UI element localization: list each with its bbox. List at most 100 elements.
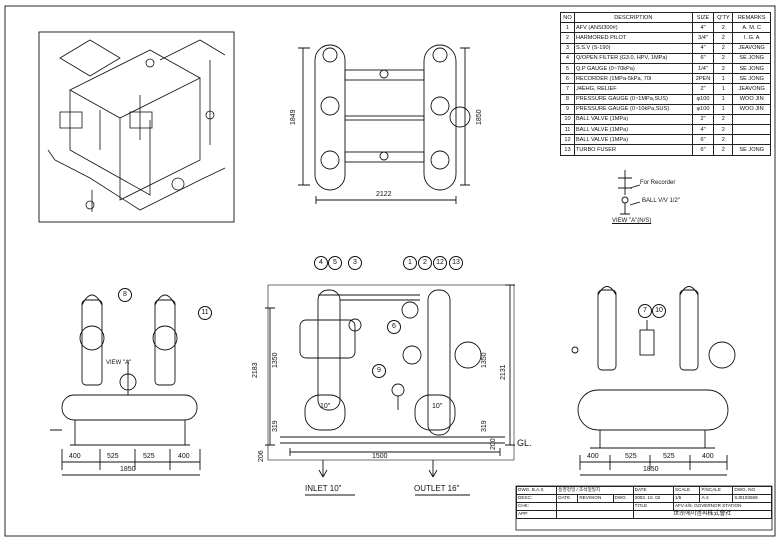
view-a-ns-label: VIEW "A"(N/S)	[612, 218, 652, 224]
bom-cell: 2	[713, 52, 734, 64]
bom-cell: 2	[713, 113, 734, 126]
bom-cell: 2"	[691, 83, 715, 95]
ball-vv-label: BALL V/V 1/2"	[642, 198, 680, 204]
for-recorder-label: For Recorder	[640, 180, 676, 186]
bom-cell: 2	[713, 22, 734, 34]
bom-cell: SE JONG	[732, 52, 771, 64]
bom-col-qty: Q'TY	[713, 11, 734, 24]
bom-cell: 2	[713, 42, 734, 54]
bom-cell: J4EHG, RELIEF	[573, 83, 693, 95]
bom-cell	[732, 124, 771, 136]
tb-dwg: DWG. B.A.S	[515, 486, 558, 495]
left-side-view	[50, 294, 201, 476]
inlet-label: INLET 10"	[305, 484, 342, 493]
bom-cell: 2"	[691, 113, 715, 126]
bom-cell: PRESSURE GAUGE (0~10kPa,SUS)	[573, 103, 693, 115]
bom-cell: φ100	[691, 93, 715, 105]
view-a-label: VIEW "A"	[106, 360, 132, 366]
balloon-3: 3	[348, 256, 362, 270]
dim-1850-left: 1850	[120, 466, 136, 473]
bom-cell: 1	[560, 22, 575, 34]
bom-cell: WOO JIN	[732, 93, 771, 105]
dim-2183: 2183	[252, 362, 259, 378]
bom-cell: 1	[713, 93, 734, 105]
bom-cell: TURBO FUSER	[573, 144, 693, 156]
bom-cell: 1	[713, 83, 734, 95]
detail-view-a	[618, 170, 641, 215]
dim-200: 200	[490, 438, 497, 450]
tb-app-l: APP:	[515, 510, 558, 519]
tb-scale-h: SCALE	[672, 486, 701, 495]
balloon-13: 13	[449, 256, 463, 270]
bom-cell: 4	[560, 52, 575, 64]
ground-level-label: GL.	[517, 438, 532, 448]
bom-cell: 6	[560, 73, 575, 85]
bom-cell: PRESSURE GAUGE (0~1MPa,SUS)	[573, 93, 693, 105]
bom-cell: 4"	[691, 42, 715, 54]
bom-cell: RECORDER (1MPa-5kPa, 70l	[573, 73, 693, 85]
dim-319: 319	[272, 420, 279, 432]
iso-view-frame	[38, 31, 235, 223]
tb-date: DATE	[556, 494, 579, 503]
bom-cell: 2	[560, 32, 575, 44]
bom-cell: 2	[713, 62, 734, 75]
bom-cell: φ100	[691, 103, 715, 115]
tb-title-ko: 동영정밀 / 조석정밀지	[556, 486, 634, 495]
dim-2131: 2131	[500, 364, 507, 380]
bom-cell: I. G. A	[732, 32, 771, 44]
bom-cell: 11	[560, 124, 575, 136]
balloon-8: 8	[118, 288, 132, 302]
tb-pscale-v: A-2	[699, 494, 734, 503]
bom-cell: SE JONG	[732, 62, 771, 75]
bom-cell: 13	[560, 144, 575, 156]
bom-cell: 10	[560, 113, 575, 126]
bom-cell: 6"	[691, 52, 715, 64]
dim-1350: 1350	[272, 352, 279, 368]
tb-dwgno-v: SJ0103569	[732, 494, 772, 503]
sheet-border	[4, 5, 776, 537]
dim-319-right: 319	[481, 420, 488, 432]
tb-dwgno-h: DWG. NO.	[732, 486, 772, 495]
tb-dwg-des: DWG	[612, 494, 634, 503]
bom-cell: 3/4"	[691, 32, 715, 44]
bom-cell: 6"	[691, 144, 715, 156]
bom-cell: 6"	[691, 134, 715, 146]
tb-date-h: DATE	[632, 486, 674, 495]
dim-525-c: 525	[625, 453, 637, 460]
tb-title-l: TITLE	[632, 502, 674, 511]
bom-cell: 2	[713, 144, 734, 156]
dim-1350-right: 1350	[481, 352, 488, 368]
dim-400-d: 400	[702, 453, 714, 460]
bom-cell: 12	[560, 134, 575, 146]
front-view	[265, 284, 515, 496]
bom-header: NO DESCRIPTION SIZE Q'TY REMARKS	[560, 11, 771, 24]
balloon-11: 11	[198, 306, 212, 320]
bom-cell: 8	[560, 93, 575, 105]
bom-cell: BALL VALVE (1MPa)	[573, 113, 693, 126]
bom-cell: 1/4"	[691, 62, 715, 75]
balloon-7: 7	[638, 304, 652, 318]
bom-col-desc: DESCRIPTION	[573, 11, 693, 24]
tb-date-v: 2003. 10. 02	[632, 494, 674, 503]
bom-cell: Q.P GAUGE (0~70kPa)	[573, 62, 693, 75]
dim-400-b: 400	[178, 453, 190, 460]
dim-525-a: 525	[107, 453, 119, 460]
bom-col-no: NO	[560, 11, 575, 24]
bom-cell: A. M. C	[732, 22, 771, 34]
tb-desc: DESC:	[515, 494, 558, 503]
bom-cell: 2PEN	[691, 73, 715, 85]
title-block: DWG. B.A.S 동영정밀 / 조석정밀지 DATE SCALE P/SCA…	[515, 486, 773, 530]
dim-2122: 2122	[376, 191, 392, 198]
bom-cell: 4"	[691, 22, 715, 34]
bom-cell	[732, 113, 771, 126]
